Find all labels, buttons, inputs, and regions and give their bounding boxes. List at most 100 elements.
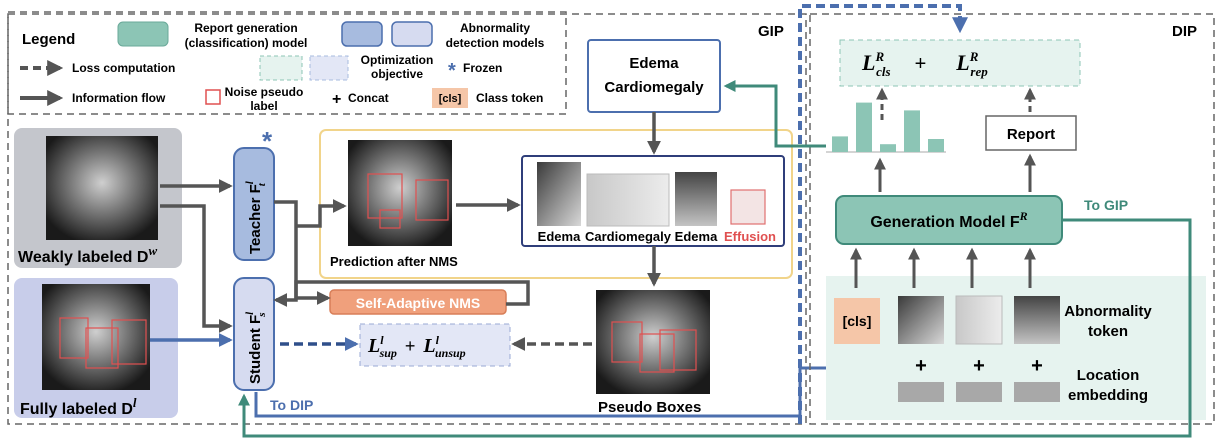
crops-panel: Edema Cardiomegaly Edema Effusion [521, 155, 785, 247]
crop-cardiomegaly [586, 173, 670, 227]
abnormality-token-1 [898, 296, 944, 344]
edema-cardiomegaly-line2: Cardiomegaly [604, 79, 704, 96]
legend-report-model-swatch [117, 21, 169, 47]
legend-cls-swatch [432, 88, 468, 108]
pseudo-boxes-xray [596, 290, 710, 394]
fully-box-1 [59, 317, 89, 359]
concat-plus-1: + [915, 355, 927, 377]
classification-bar-4 [928, 139, 944, 152]
legend-opt-swatch-1 [259, 55, 303, 81]
pred-box-1 [367, 173, 403, 219]
classification-bar-2 [880, 144, 896, 152]
prediction-panel: Prediction after NMS [330, 140, 458, 269]
fully-labeled-text: Fully labeled Dl [20, 395, 137, 418]
prediction-after-nms-label: Prediction after NMS [330, 254, 458, 269]
pred-box-2 [379, 209, 401, 229]
pseudo-box-1 [611, 321, 643, 363]
concat-plus-3: + [1031, 355, 1043, 377]
dip-separator [798, 4, 968, 424]
generation-model: Generation Model FR [835, 195, 1063, 245]
edema-cardiomegaly-box: Edema Cardiomegaly [587, 39, 721, 113]
legend-cls-label: [cls] [439, 93, 462, 105]
location-embedding-1 [898, 382, 944, 402]
classification-bars [826, 102, 946, 153]
generation-model-label: Generation Model FR [870, 209, 1027, 231]
fully-labeled-xray [42, 284, 150, 390]
legend-frozen-star-icon: * [448, 60, 456, 82]
to-gip-label: To GIP [1084, 197, 1128, 213]
abnormality-token-line2: token [1088, 323, 1128, 340]
report-box: Report [985, 115, 1077, 151]
legend-abnormality-line2: detection models [446, 36, 545, 50]
weakly-labeled-panel: Weakly labeled Dw [14, 128, 182, 268]
abnormality-token-2 [955, 295, 1003, 345]
legend-concat-plus: + [332, 91, 341, 108]
fully-box-3 [111, 319, 147, 365]
location-embedding-2 [956, 382, 1002, 402]
pred-box-3 [415, 179, 449, 221]
abnormality-token-line1: Abnormality [1064, 303, 1152, 320]
to-dip-path: To DIP [254, 362, 883, 418]
teacher-label: Teacher Flt [244, 180, 268, 254]
gip-label: GIP [758, 23, 784, 40]
report-label: Report [1007, 126, 1055, 143]
pseudo-box-3 [659, 329, 697, 371]
legend-optimization-line2: objective [371, 67, 423, 81]
crop-label-3: Effusion [724, 229, 776, 244]
legend-report-model-line2: (classification) model [185, 36, 308, 50]
pseudo-box-2 [639, 333, 675, 373]
frozen-star-icon: * [262, 126, 273, 156]
legend-title: Legend [22, 31, 75, 48]
classification-bar-0 [832, 136, 848, 152]
gip-region [7, 13, 807, 425]
crop-edema-1 [537, 162, 581, 226]
classification-bar-1 [856, 102, 872, 152]
legend-frozen: Frozen [463, 61, 502, 75]
dip-arrows [850, 87, 1036, 288]
legend: Legend Report generation (classification… [7, 11, 567, 115]
to-dip-label: To DIP [270, 397, 313, 413]
concat-plus-2: + [973, 355, 985, 377]
location-embedding-line1: Location [1077, 367, 1140, 384]
teacher-model: Teacher Flt * [233, 126, 275, 261]
prediction-region [319, 129, 793, 279]
weakly-labeled-xray [46, 136, 158, 240]
location-embedding-3 [1014, 382, 1060, 402]
crop-edema-2 [675, 172, 717, 226]
location-embedding-line2: embedding [1068, 387, 1148, 404]
weakly-labeled-text: Weakly labeled Dw [18, 243, 157, 266]
pseudo-boxes-label: Pseudo Boxes [598, 399, 701, 416]
legend-noise-swatch [205, 89, 221, 105]
legend-information-flow: Information flow [72, 91, 166, 105]
token-area: [cls] Abnormality token + + + Location e… [826, 276, 1206, 420]
classification-bar-3 [904, 110, 920, 152]
abnormality-token-3 [1014, 296, 1060, 344]
cls-token-label: [cls] [843, 313, 872, 329]
self-adaptive-nms: Self-Adaptive NMS [329, 289, 507, 315]
fully-box-2 [85, 327, 119, 369]
crop-label-2: Edema [675, 229, 718, 244]
legend-detection-swatch-1 [341, 21, 383, 47]
legend-report-model-line1: Report generation [194, 21, 297, 35]
edema-cardiomegaly-line1: Edema [629, 55, 679, 72]
dip-region [809, 13, 1215, 425]
legend-noise-line1: Noise pseudo [225, 85, 304, 99]
student-model: Student Fls [233, 277, 275, 391]
dip-label: DIP [1172, 23, 1197, 40]
to-gip-path: To GIP [238, 80, 1192, 438]
legend-optimization-line1: Optimization [361, 53, 434, 67]
cls-token [834, 298, 880, 344]
crop-label-1: Cardiomegaly [585, 229, 672, 244]
prediction-xray [348, 140, 452, 246]
crop-label-0: Edema [538, 229, 581, 244]
gip-arrows [150, 112, 661, 351]
fully-labeled-panel: Fully labeled Dl [14, 278, 178, 418]
student-label: Student Fls [244, 311, 268, 384]
legend-opt-swatch-2 [309, 55, 349, 81]
pseudo-boxes-panel: Pseudo Boxes [596, 290, 710, 416]
